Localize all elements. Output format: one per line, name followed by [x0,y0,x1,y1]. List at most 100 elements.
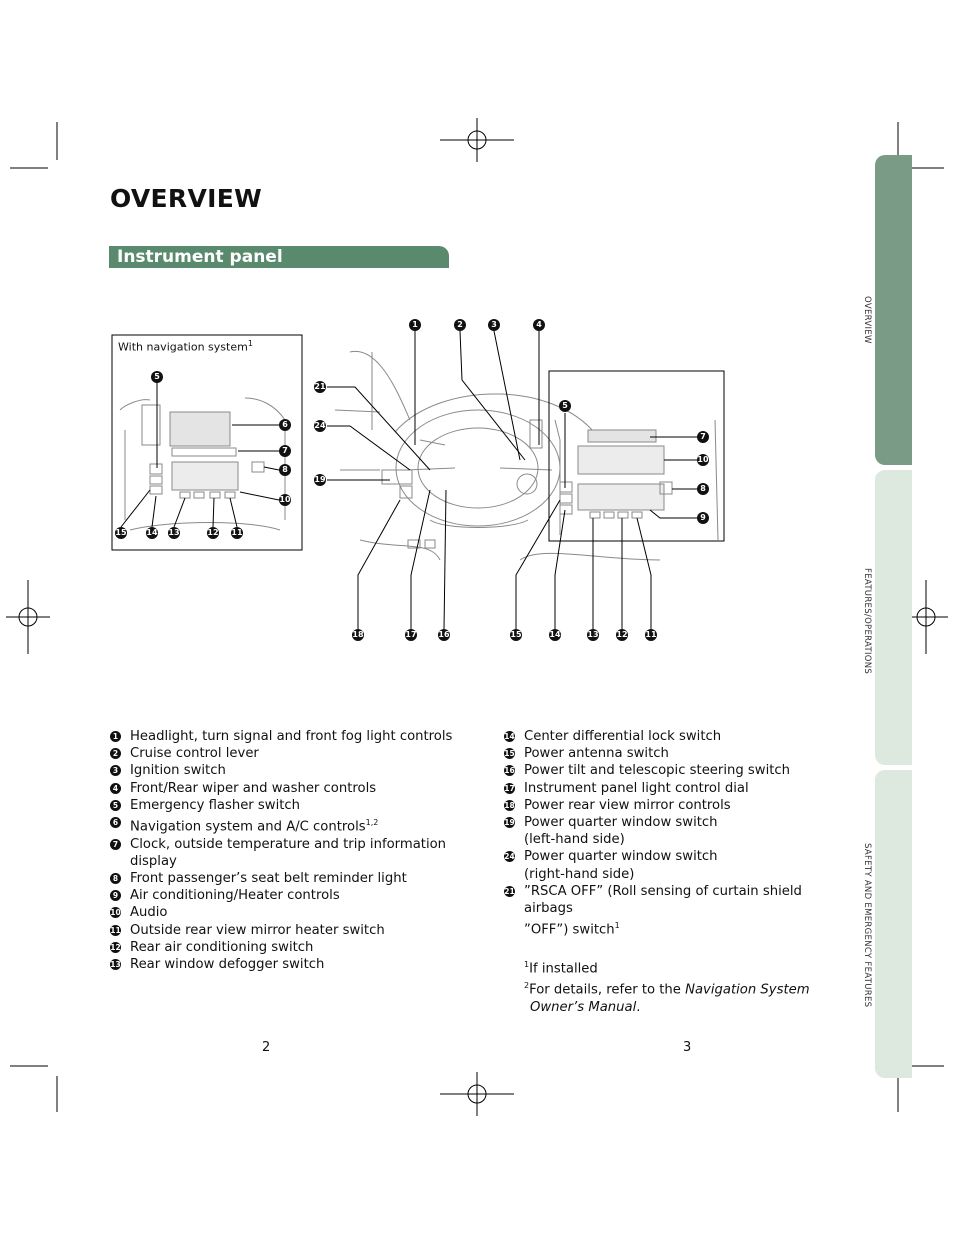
legend-text: Power quarter window switch [524,815,718,831]
nav-callout-15: 15 [115,527,127,539]
nav-box-label: With navigation system1 [118,339,253,354]
right-callout-8: 8 [697,483,709,495]
legend-item: 8 Front passenger’s seat belt reminder li… [110,870,480,887]
nav-callout-7: 7 [279,445,291,457]
right-callout-9: 9 [697,512,709,524]
legend-text: Front passenger’s seat belt reminder lig… [130,871,407,887]
callout-11: 11 [645,629,657,641]
legend-item: 17 Instrument panel light control dial [504,780,854,797]
legend-item: 4 Front/Rear wiper and washer controls [110,780,480,797]
legend-number: 2 [110,748,121,760]
legend-text: Power tilt and telescopic steering switc… [524,763,791,779]
legend-number: 19 [504,817,515,829]
legend-text: Rear window defogger switch [130,957,325,973]
legend-text-cont: ”OFF”) switch1 [524,921,620,938]
legend-text: Ignition switch [130,763,226,779]
section-title: Instrument panel [117,247,283,267]
legend-item: 7 Clock, outside temperature and trip inf… [110,836,480,853]
legend-text: Clock, outside temperature and trip info… [130,836,447,852]
page-title: OVERVIEW [110,184,262,213]
legend-number: 4 [110,782,121,794]
callout-3: 3 [488,319,500,331]
legend-text-cont: (right-hand side) [524,866,635,882]
legend-number: 10 [110,907,121,919]
legend-item: 6 Navigation system and A/C controls1,2 [110,814,480,836]
callout-1: 1 [409,319,421,331]
legend-text: Air conditioning/Heater controls [130,888,340,904]
legend-sup: 1,2 [365,818,379,828]
legend-text: Instrument panel light control dial [524,780,749,796]
legend-number: 18 [504,799,515,811]
legend-number: 6 [110,817,121,829]
right-callout-5: 5 [559,400,571,412]
legend-text: Front/Rear wiper and washer controls [130,780,377,796]
legend-text: Center differential lock switch [524,729,722,744]
legend-number: 24 [504,851,515,863]
callout-14: 14 [549,629,561,641]
callout-13: 13 [587,629,599,641]
side-tab-safety[interactable] [875,770,912,1078]
nav-callout-13: 13 [168,527,180,539]
legend-number: 3 [110,765,121,777]
callout-21: 21 [314,381,326,393]
footnote-1: 1If installed [524,959,598,977]
legend-item: 18 Power rear view mirror controls [504,797,854,814]
legend-number: 5 [110,799,121,811]
legend-text: Power rear view mirror controls [524,797,731,813]
callout-18: 18 [352,629,364,641]
legend-number: 7 [110,838,121,850]
footnote-2: 2For details, refer to the Navigation Sy… [524,981,810,998]
callout-16: 16 [438,629,450,641]
nav-callout-11: 11 [231,527,243,539]
legend-number: 12 [110,941,121,953]
side-tab-features[interactable] [875,470,912,765]
legend-text: Audio [130,905,168,921]
nav-callout-5: 5 [151,371,163,383]
legend-item: 12 Rear air conditioning switch [110,939,480,956]
page-number-left: 2 [262,1040,271,1055]
side-tab-label-features: FEATURES/OPERATIONS [862,568,872,675]
legend-number: 17 [504,782,515,794]
legend-text: Outside rear view mirror heater switch [130,922,385,938]
legend-text: Power antenna switch [524,746,669,762]
legend-text-cont: (left-hand side) [524,832,625,848]
instrument-panel-diagram [111,330,725,630]
legend-text: Emergency flasher switch [130,797,301,813]
callout-17: 17 [405,629,417,641]
legend-text: Headlight, turn signal and front fog lig… [130,729,453,744]
nav-callout-6: 6 [279,419,291,431]
legend-number: 14 [504,731,515,742]
callout-19: 19 [314,474,326,486]
legend-number: 16 [504,765,515,777]
legend-item: 10 Audio [110,904,480,921]
callout-15: 15 [510,629,522,641]
legend-text: Navigation system and A/C controls [130,819,366,835]
side-tab-label-safety: SAFETY AND EMERGENCY FEATURES [862,843,872,1008]
right-callout-7: 7 [697,431,709,443]
side-tab-overview[interactable] [875,155,912,465]
legend-item: 5 Emergency flasher switch [110,797,480,814]
legend-number: 8 [110,873,121,885]
legend-item: 1 Headlight, turn signal and front fog li… [110,728,480,745]
nav-callout-12: 12 [207,527,219,539]
page-number-right: 3 [683,1040,692,1055]
legend-item: 21”RSCA OFF” (Roll sensing of curtain sh… [504,883,854,917]
legend-text-cont: display [130,853,177,869]
callout-2: 2 [454,319,466,331]
legend-number: 1 [110,731,121,742]
legend-number: 9 [110,890,121,902]
section-header: Instrument panel [109,246,449,268]
footnote-2-cont: Owner’s Manual. [530,1000,641,1016]
legend-text: Rear air conditioning switch [130,939,314,955]
callout-12: 12 [616,629,628,641]
nav-callout-8: 8 [279,464,291,476]
side-tab-label-overview: OVERVIEW [862,296,872,344]
right-callout-10: 10 [697,454,709,466]
